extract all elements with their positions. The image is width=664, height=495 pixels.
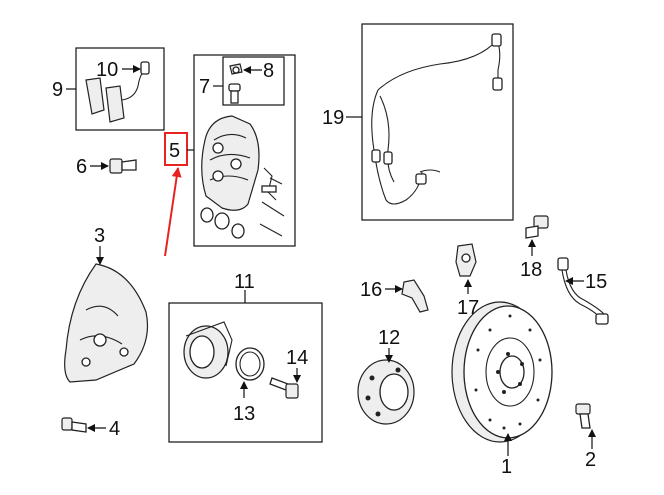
snap-ring-icon xyxy=(235,347,265,381)
callout-17: 17 xyxy=(457,297,479,319)
callout-11: 11 xyxy=(234,271,255,293)
wheel-hub-icon xyxy=(357,359,415,425)
callout-4: 4 xyxy=(109,418,120,440)
callout-12: 12 xyxy=(378,327,400,349)
callout-5-highlight-box xyxy=(164,132,188,166)
callout-15: 15 xyxy=(585,271,607,293)
bleeder-subgroup-box xyxy=(222,56,285,106)
wear-sensor-group-box xyxy=(361,23,514,221)
callout-14: 14 xyxy=(286,347,308,369)
callout-5-red-pointer xyxy=(164,167,182,257)
shield-bolt-icon xyxy=(61,417,87,433)
brake-pad-set-icon xyxy=(85,61,150,123)
callout-6: 6 xyxy=(76,156,87,178)
callout-3: 3 xyxy=(94,225,105,247)
bleeder-screw-icon xyxy=(228,63,243,104)
dust-shield-icon xyxy=(64,263,149,383)
rotor-bolt-icon xyxy=(575,403,591,429)
wear-sensor-harness-icon xyxy=(371,33,503,205)
callout-16: 16 xyxy=(360,279,382,301)
callout-18: 18 xyxy=(520,259,542,281)
callout-5: 5 xyxy=(169,140,180,162)
callout-13: 13 xyxy=(233,403,255,425)
callout-8: 8 xyxy=(263,60,274,82)
callout-2: 2 xyxy=(585,449,596,471)
abs-sensor-icon xyxy=(455,243,477,277)
callout-19: 19 xyxy=(322,107,344,129)
brake-rotor-icon xyxy=(451,301,553,443)
sensor-bolt-icon xyxy=(525,215,549,239)
callout-1: 1 xyxy=(501,456,512,478)
callout-9: 9 xyxy=(52,79,63,101)
brake-hose-icon xyxy=(557,257,609,325)
callout-7: 7 xyxy=(199,76,210,98)
callout-10: 10 xyxy=(96,59,118,81)
sensor-bracket-icon xyxy=(401,279,429,313)
wheel-bearing-icon xyxy=(183,321,233,379)
caliper-bolt-icon xyxy=(109,158,137,174)
axle-bolt-icon xyxy=(269,377,299,399)
brake-caliper-icon xyxy=(200,115,285,239)
